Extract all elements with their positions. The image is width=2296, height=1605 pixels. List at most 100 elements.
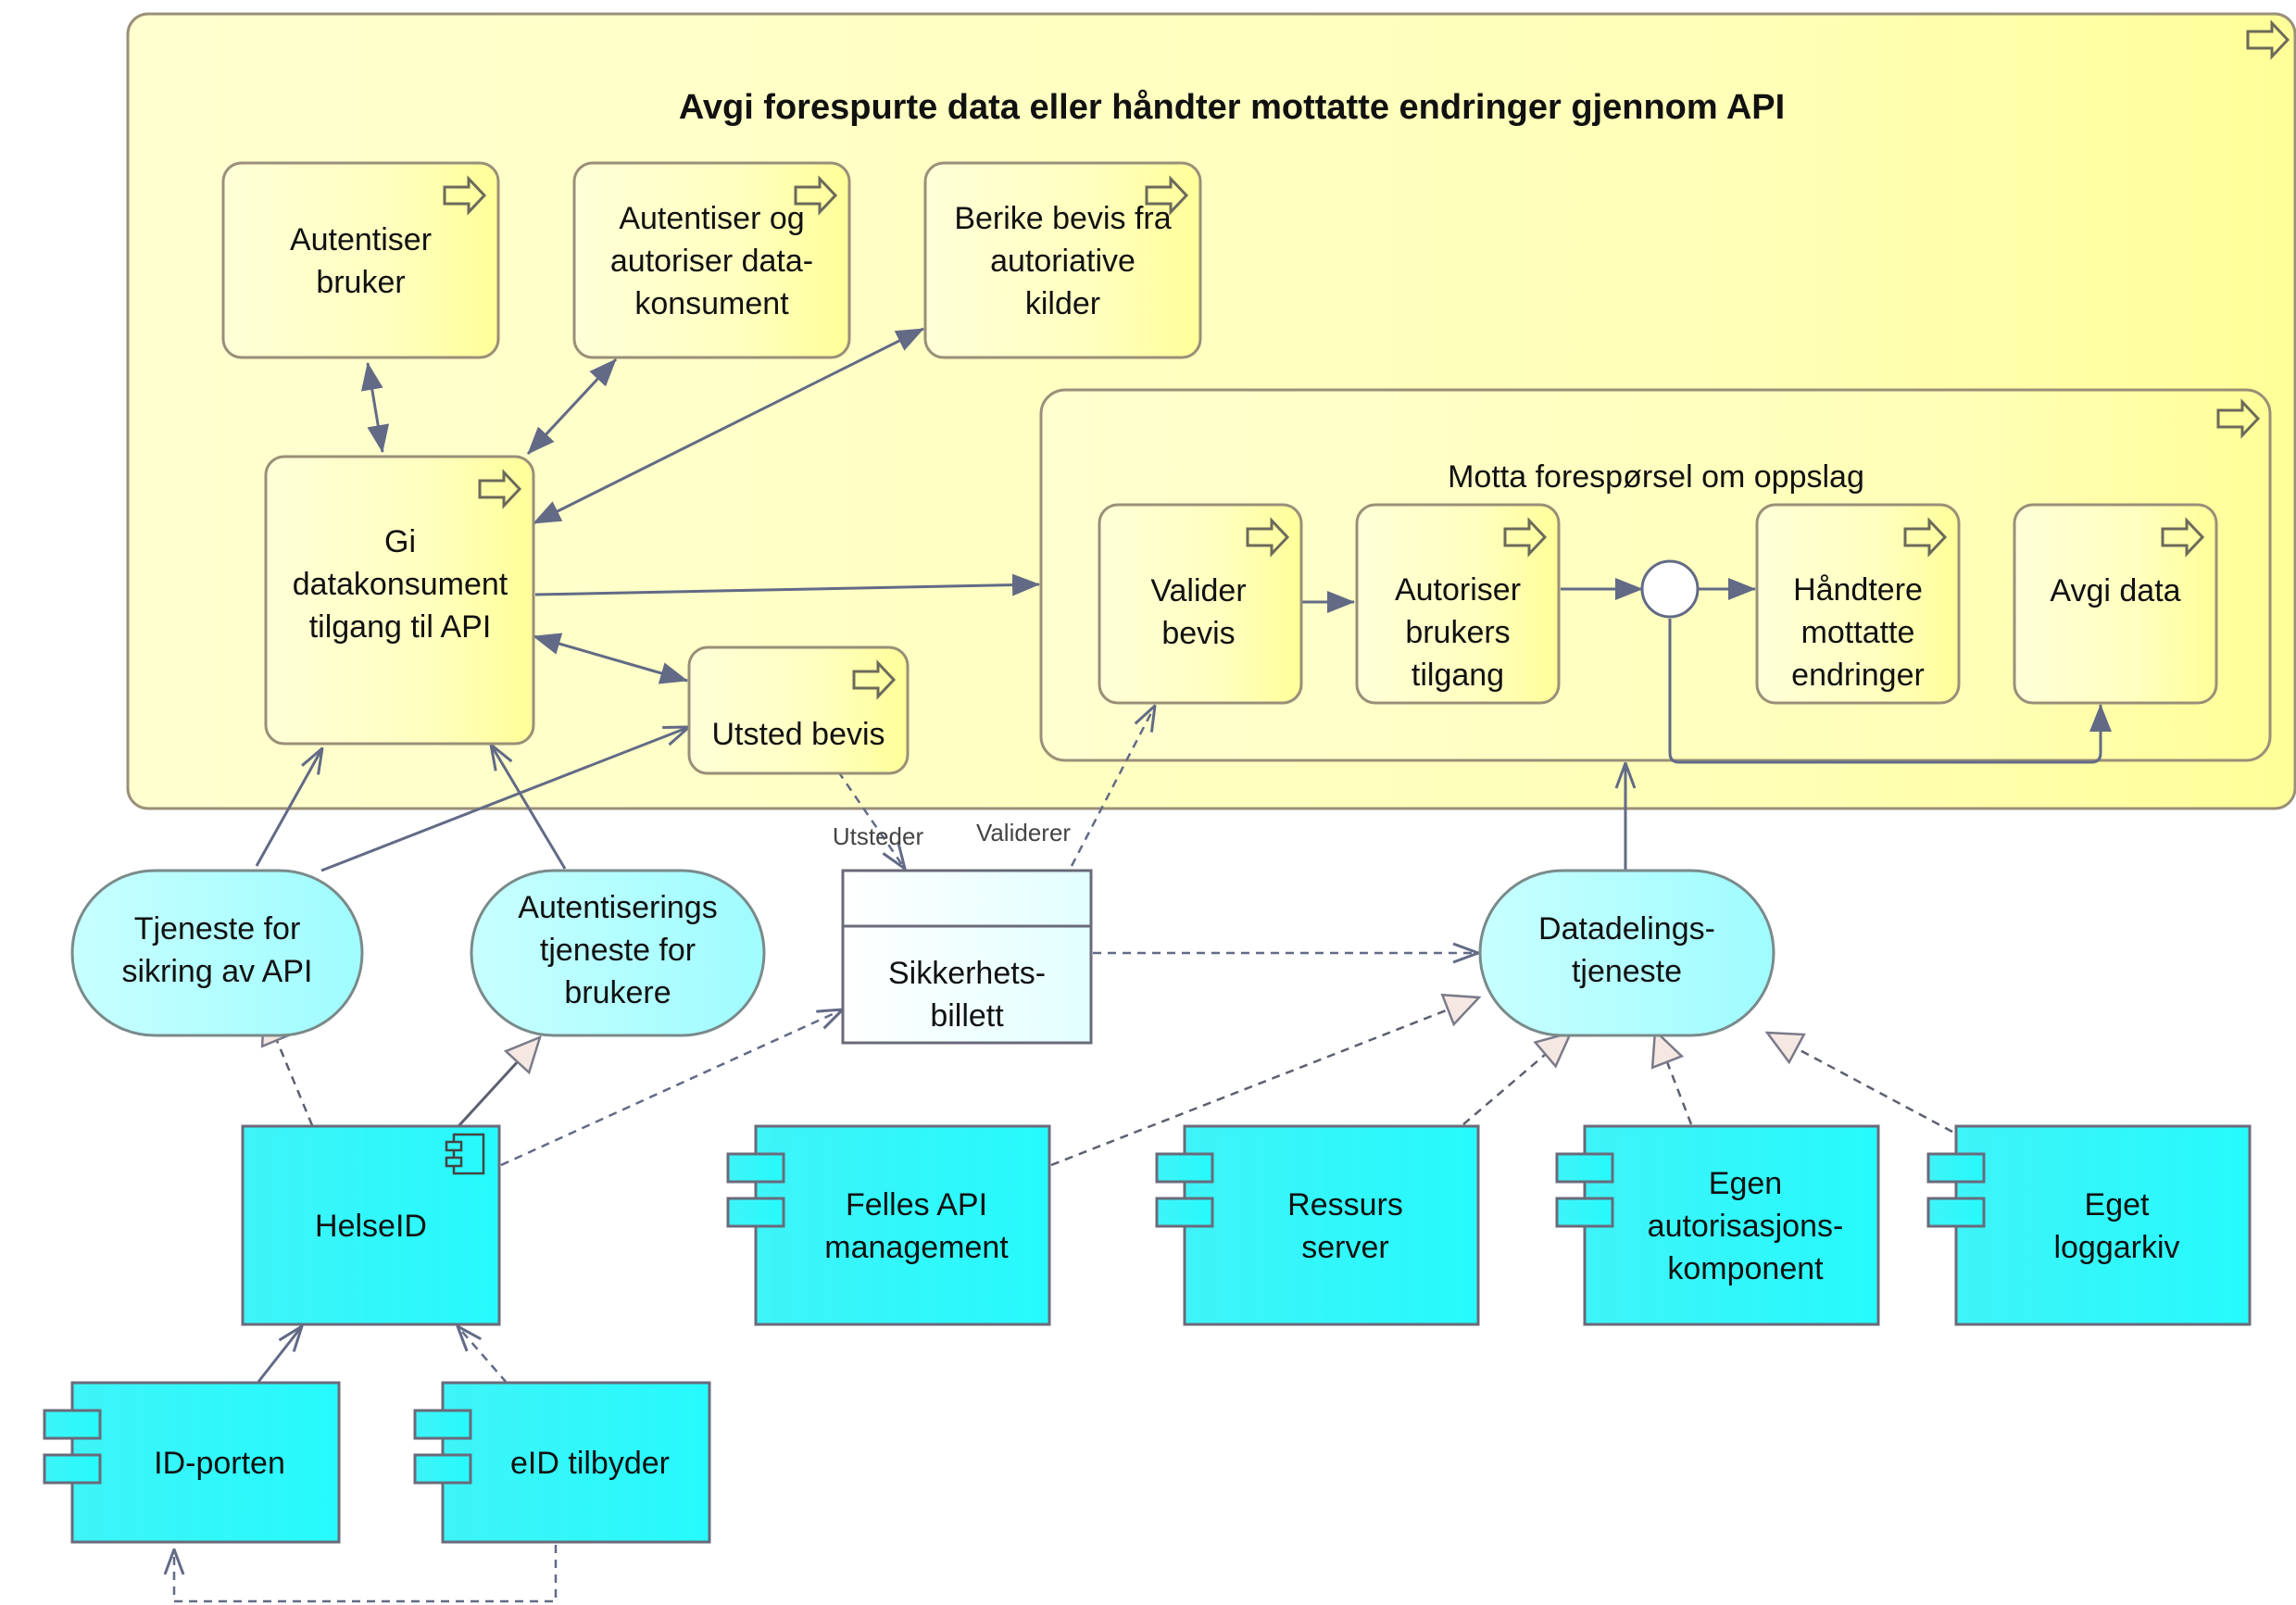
component-tab-icon — [726, 1197, 785, 1228]
component-log-archive-label-line: loggarkiv — [2053, 1230, 2179, 1265]
process-arrow-icon — [443, 175, 487, 216]
component-resource-server[interactable]: Ressurs server — [1155, 1124, 1480, 1326]
service-data-sharing-label-line: tjeneste — [1572, 954, 1682, 989]
component-tab-icon — [413, 1453, 472, 1485]
component-api-management-label-line: Felles API — [846, 1187, 987, 1223]
service-api-security-label-line: Tjeneste for — [134, 911, 301, 947]
component-tab-icon — [1155, 1197, 1214, 1228]
service-auth-shape — [470, 869, 766, 1037]
junction — [1640, 559, 1700, 619]
process-enrich-proof-label-line: Berike bevis fra — [954, 201, 1171, 236]
process-handle-changes-label-line: endringer — [1791, 658, 1925, 693]
component-api-management[interactable]: Felles API management — [726, 1124, 1051, 1326]
process-validate-proof-label-line: bevis — [1161, 616, 1235, 651]
component-edges — [257, 1326, 302, 1383]
process-authenticate-consumer-label-line: autoriser data- — [610, 244, 813, 279]
process-authenticate-consumer-label-line: konsument — [634, 286, 789, 321]
dashed-edges — [174, 706, 1478, 1603]
process-validate-proof-label-line: Valider — [1150, 573, 1246, 608]
process-authorize-access[interactable]: Autoriser brukers tilgang — [1355, 503, 1561, 705]
process-give-access-label-line: datakonsument — [293, 567, 508, 602]
process-give-access-label-line: Gi — [384, 524, 416, 559]
process-enrich-proof-box — [923, 161, 1202, 359]
process-arrow-icon — [1145, 175, 1189, 216]
edge-issue-ticket — [836, 771, 905, 869]
process-arrow-icon — [852, 659, 897, 700]
edge-junction-deliver — [1668, 619, 2112, 764]
component-auth-label-line: Egen — [1709, 1166, 1782, 1201]
process-deliver-data-box — [2013, 503, 2218, 705]
edge-enrich-access — [533, 327, 924, 525]
process-authenticate-consumer-box — [572, 161, 851, 359]
edge-label-validates: Validerer — [976, 819, 1071, 846]
component-tab-icon — [413, 1409, 472, 1440]
edge-ticket-validate — [1070, 706, 1155, 867]
process-authorize-access-label-line: tilgang — [1411, 658, 1504, 693]
service-data-sharing[interactable]: Datadelings-tjeneste — [1478, 869, 1775, 1037]
component-resource-server-label-line: Ressurs — [1287, 1187, 1403, 1223]
process-handle-changes-label-line: Håndtere — [1793, 572, 1923, 608]
edge-eid-helseid — [458, 1326, 508, 1384]
component-log-archive-box — [1954, 1124, 2252, 1326]
service-api-security-label-line: sikring av API — [122, 954, 313, 989]
process-give-access-box — [264, 455, 535, 746]
process-deliver-data-label-line: Avgi data — [2050, 573, 2180, 608]
service-auth-label-line: Autentiserings — [518, 890, 717, 925]
component-api-management-box — [754, 1124, 1051, 1326]
data-object-security-ticket[interactable]: Sikkerhets-billett — [841, 869, 1093, 1045]
edge-apisec-issue — [320, 727, 689, 872]
component-helseid[interactable]: HelseID — [241, 1124, 501, 1326]
process-issue-proof-label-line: Utsted bevis — [711, 717, 885, 752]
component-helseid-label-line: HelseID — [315, 1209, 427, 1244]
service-api-security-shape — [70, 869, 364, 1037]
edges — [255, 327, 2112, 872]
process-validate-proof[interactable]: Valider bevis — [1098, 503, 1303, 705]
component-auth-label-line: komponent — [1667, 1251, 1824, 1286]
process-deliver-data[interactable]: Avgi data — [2013, 503, 2218, 705]
process-issue-proof[interactable]: Utsted bevis — [687, 646, 910, 775]
edge-apisec-access — [255, 748, 322, 867]
service-api-security[interactable]: Tjeneste for sikring av API — [70, 869, 364, 1037]
component-tab-icon — [1926, 1197, 1986, 1228]
edge-helseid-ticket — [500, 1009, 843, 1167]
component-tab-icon — [43, 1453, 102, 1485]
component-log-archive[interactable]: Eget loggarkiv — [1926, 1124, 2252, 1326]
container-title: Avgi forespurte data eller håndter motta… — [679, 88, 1785, 127]
process-arrow-icon — [2246, 19, 2290, 60]
process-authorize-access-label-line: brukers — [1405, 615, 1510, 650]
process-arrow-icon — [794, 175, 838, 216]
service-data-sharing-shape — [1478, 869, 1775, 1037]
component-id-porten[interactable]: ID-porten — [43, 1381, 341, 1544]
process-issue-proof-box — [687, 646, 910, 775]
process-authenticate-user-label-line: Autentiser — [290, 222, 432, 257]
component-id-porten-box — [70, 1381, 341, 1544]
component-api-management-label-line: management — [824, 1230, 1009, 1265]
process-authorize-access-box — [1355, 503, 1561, 705]
process-arrow-icon — [2161, 517, 2205, 558]
component-eid-provider[interactable]: eID tilbyder — [413, 1381, 711, 1544]
realization-solid-edges — [457, 1037, 540, 1128]
edge-eid-idporten — [174, 1545, 558, 1603]
process-authorize-access-label-line: Autoriser — [1395, 572, 1521, 608]
data-object-security-ticket-label-line: billett — [930, 998, 1004, 1034]
component-tab-icon — [726, 1152, 785, 1184]
component-tab-icon — [1555, 1197, 1614, 1228]
component-tab-icon — [1555, 1152, 1614, 1184]
service-auth-label-line: brukere — [564, 975, 671, 1010]
edge-log-datashare — [1767, 1033, 1953, 1134]
component-log-archive-label-line: Eget — [2085, 1187, 2150, 1223]
edge-idporten-helseid — [257, 1326, 302, 1383]
component-tab-icon — [1155, 1152, 1214, 1184]
edge-auth-user-access — [360, 362, 390, 453]
component-resource-server-label-line: server — [1301, 1230, 1388, 1265]
lookup-title: Motta forespørsel om oppslag — [1448, 459, 1864, 495]
edge-authsvc-access — [491, 745, 567, 870]
